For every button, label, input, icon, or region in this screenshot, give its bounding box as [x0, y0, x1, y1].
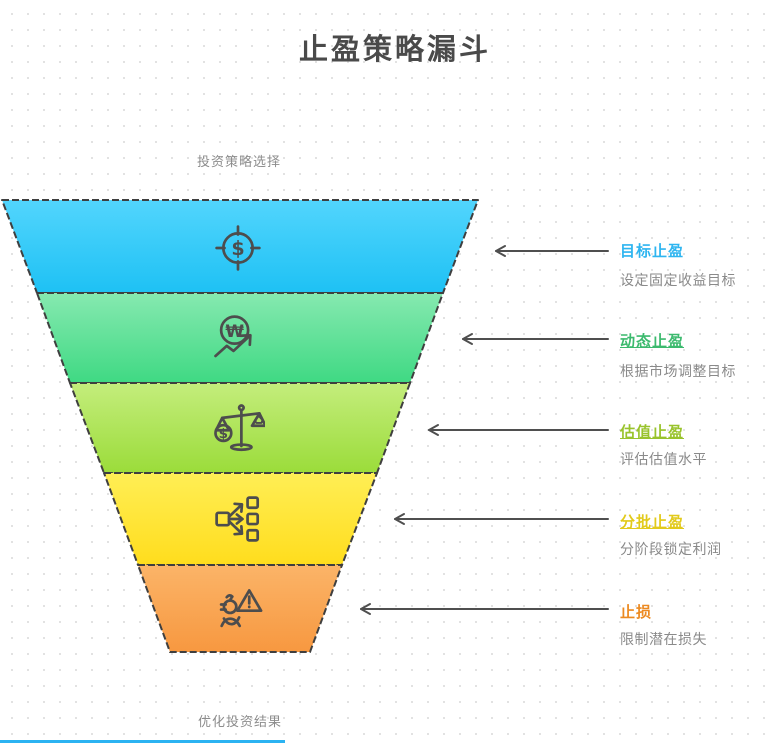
- svg-text:₩: ₩: [225, 321, 244, 341]
- stage-label-valuation[interactable]: 估值止盈: [620, 424, 685, 441]
- person-warning-icon: [211, 582, 265, 636]
- stage-desc-batch: 分阶段锁定利润: [620, 541, 722, 557]
- stage-desc-valuation: 评估估值水平: [620, 451, 707, 467]
- svg-text:$: $: [231, 237, 244, 260]
- stage-label-stoploss[interactable]: 止损: [620, 604, 653, 621]
- stage-desc-target: 设定固定收益目标: [620, 272, 736, 288]
- stage-label-batch[interactable]: 分批止盈: [620, 514, 685, 531]
- balance-scale-dollar-icon: $: [211, 401, 267, 455]
- stage-label-target[interactable]: 目标止盈: [620, 243, 685, 260]
- target-dollar-icon: $: [211, 221, 265, 275]
- bottom-accent-bar: [0, 740, 285, 743]
- page-title: 止盈策略漏斗: [298, 34, 491, 66]
- stage-label-dynamic[interactable]: 动态止盈: [620, 333, 685, 350]
- funnel-bottom-caption: 优化投资结果: [198, 714, 283, 729]
- won-trend-chart-icon: ₩: [211, 311, 265, 365]
- svg-text:$: $: [219, 426, 228, 442]
- funnel-top-caption: 投资策略选择: [197, 154, 282, 169]
- stage-desc-stoploss: 限制潜在损失: [620, 631, 707, 647]
- stage-desc-dynamic: 根据市场调整目标: [620, 363, 736, 379]
- split-batches-icon: [211, 492, 265, 546]
